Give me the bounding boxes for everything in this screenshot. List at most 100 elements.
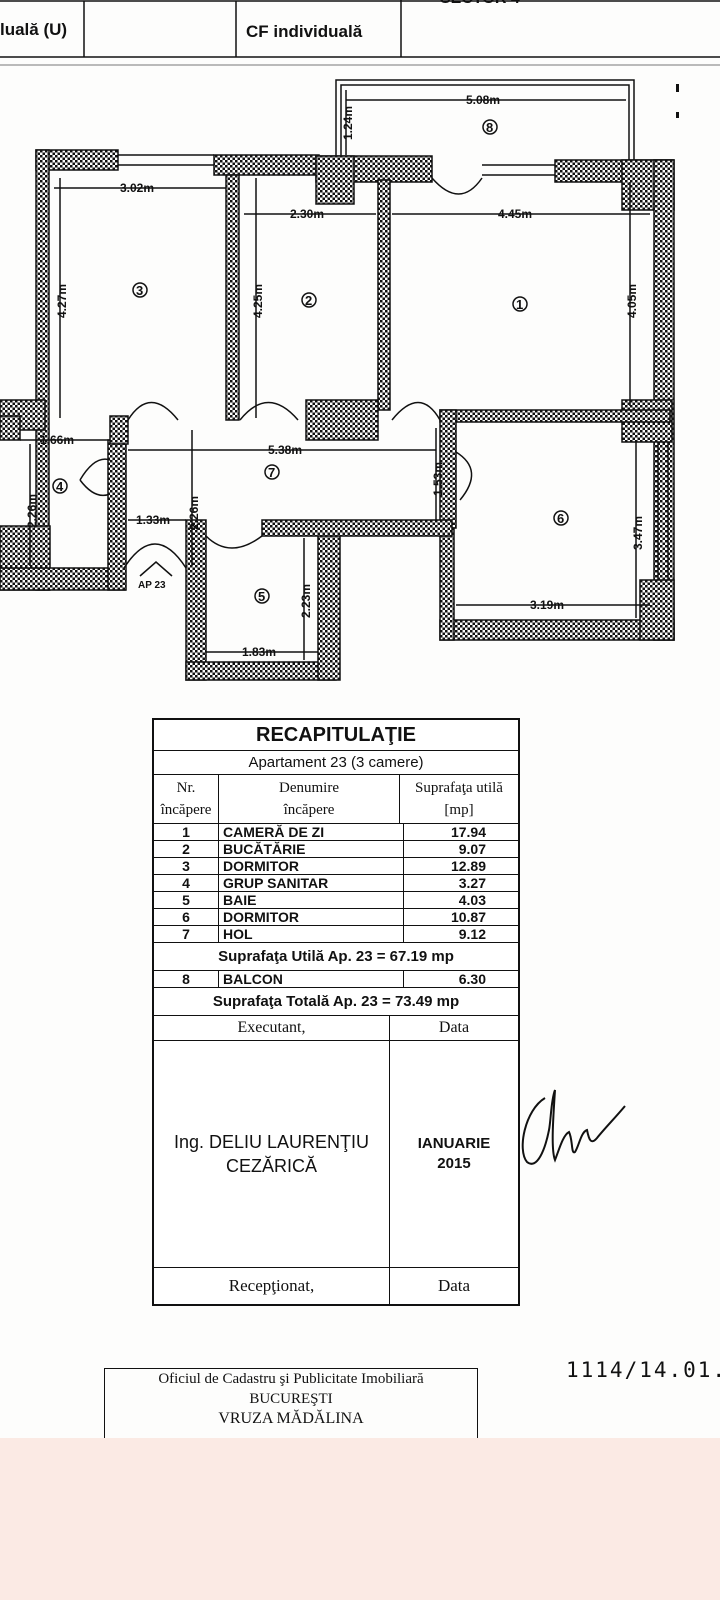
cell-area: 9.07	[458, 841, 486, 857]
cell-area: 17.94	[450, 824, 486, 840]
cadastre-stamp: Oficiul de Cadastru şi Publicitate Imobi…	[104, 1368, 478, 1438]
useful-total: Suprafaţa Utilă Ap. 23 = 67.19 mp	[154, 943, 518, 971]
walls	[0, 149, 675, 681]
executant-name: Ing. DELIU LAURENŢIU CEZĂRICĂ	[154, 1041, 390, 1267]
dim-hall-width: 5.38m	[268, 443, 302, 457]
recap-subtitle: Apartament 23 (3 camere)	[154, 751, 518, 775]
dimension-lines	[20, 90, 650, 660]
dim-room5-width: 1.83m	[242, 645, 276, 659]
received-label: Recepţionat,	[154, 1268, 390, 1304]
dim-hall-height: 2.26m	[187, 496, 201, 530]
room-markers: 8 1 2 3 4 5 6 7	[52, 119, 569, 604]
col-name-line2: încăpere	[283, 802, 335, 818]
cell-nr: 7	[154, 926, 219, 942]
cell-area: 9.12	[458, 926, 486, 942]
executant-date-line1: IANUARIE	[417, 1135, 491, 1152]
entrance-arrow-icon	[139, 561, 173, 577]
col-area-line2: [mp]	[444, 802, 474, 818]
cell-area: 4.03	[458, 892, 486, 908]
col-nr-line2: încăpere	[160, 802, 212, 818]
cell-name: GRUP SANITAR	[219, 875, 404, 891]
room-number-4: 4	[56, 479, 64, 494]
col-name-line1: Denumire	[279, 780, 339, 796]
cell-name: HOL	[219, 926, 404, 942]
dim-balcony-width: 5.08m	[466, 93, 500, 107]
cell-name: CAMERĂ DE ZI	[219, 824, 404, 840]
balcony-outline	[335, 79, 635, 160]
entrance-label: AP 23	[138, 580, 166, 591]
header-sector: SECTOR 4	[440, 0, 520, 8]
windows	[118, 154, 669, 580]
col-nr-header: Nr. încăpere	[154, 775, 219, 823]
grand-total: Suprafaţa Totală Ap. 23 = 73.49 mp	[154, 988, 518, 1016]
executant-name-line2: CEZĂRICĂ	[225, 1156, 317, 1176]
floor-plan: 5.08m 1.24m 3.02m 4.27m 2.30m 4.25m 4.45…	[0, 79, 679, 681]
handwritten-signature	[521, 1089, 626, 1165]
dim-entry-width: 1.33m	[136, 513, 170, 527]
balcony-nr: 8	[154, 971, 219, 987]
dim-room1-height: 4.05m	[625, 284, 639, 318]
room-number-6: 6	[557, 511, 564, 526]
col-name-header: Denumire încăpere	[219, 775, 400, 823]
executant-date-line2: 2015	[437, 1155, 471, 1172]
room-number-1: 1	[516, 297, 523, 312]
received-date-label: Data	[437, 1276, 471, 1295]
recap-table: RECAPITULAŢIE Apartament 23 (3 camere) N…	[152, 718, 520, 1306]
cell-nr: 6	[154, 909, 219, 925]
executant-label: Executant,	[154, 1016, 390, 1040]
recap-title: RECAPITULAŢIE	[154, 720, 518, 751]
balcony-row: 8 BALCON 6.30	[154, 971, 518, 988]
doors	[79, 177, 483, 569]
cell-nr: 5	[154, 892, 219, 908]
recap-header-row: Nr. încăpere Denumire încăpere Suprafaţa…	[154, 775, 518, 824]
dim-room6-width: 3.19m	[530, 598, 564, 612]
dim-room5-height: 2.23m	[299, 584, 313, 618]
cell-nr: 2	[154, 841, 219, 857]
document-page: luală (U) CF individuală SECTOR 4	[0, 0, 720, 1438]
room-number-8: 8	[486, 120, 493, 135]
date-label: Data	[438, 1019, 470, 1036]
dim-room6-height: 3.47m	[631, 516, 645, 550]
registration-number: 1114/14.01.	[566, 1358, 720, 1382]
col-area-line1: Suprafaţa utilă	[415, 780, 503, 796]
blank-area	[0, 1438, 720, 1600]
cell-name: BUCĂTĂRIE	[219, 841, 404, 857]
room-number-2: 2	[305, 293, 312, 308]
header-right-cell: CF individuală	[246, 22, 363, 41]
cell-name: DORMITOR	[219, 858, 404, 874]
room-number-7: 7	[268, 465, 275, 480]
header-left-cell: luală (U)	[0, 20, 68, 39]
dim-room3-width: 3.02m	[120, 181, 154, 195]
executant-name-line1: Ing. DELIU LAURENŢIU	[173, 1132, 370, 1152]
dim-room3-height: 4.27m	[55, 284, 69, 318]
cell-area: 12.89	[450, 858, 486, 874]
balcony-area: 6.30	[458, 971, 486, 987]
stamp-line3: VRUZA MĂDĂLINA	[218, 1410, 364, 1427]
cell-nr: 3	[154, 858, 219, 874]
dim-room2-width: 2.30m	[290, 207, 324, 221]
dim-balcony-depth: 1.24m	[341, 106, 355, 140]
room-number-5: 5	[258, 589, 265, 604]
executant-header: Executant, Data	[154, 1016, 518, 1041]
dim-hall-depth: 1.53m	[431, 462, 445, 496]
stamp-line1: Oficiul de Cadastru şi Publicitate Imobi…	[158, 1371, 424, 1387]
header-table	[0, 0, 720, 66]
col-nr-line1: Nr.	[176, 780, 196, 796]
dim-room4-height: 2.26m	[25, 494, 39, 528]
col-area-header: Suprafaţa utilă [mp]	[400, 775, 518, 823]
cell-name: DORMITOR	[219, 909, 404, 925]
dim-room2-height: 4.25m	[251, 284, 265, 318]
cell-name: BAIE	[219, 892, 404, 908]
balcony-name: BALCON	[219, 971, 404, 987]
cell-area: 3.27	[458, 875, 486, 891]
dim-room4-width: 1.66m	[40, 433, 74, 447]
stamp-line2: BUCUREŞTI	[249, 1391, 333, 1407]
